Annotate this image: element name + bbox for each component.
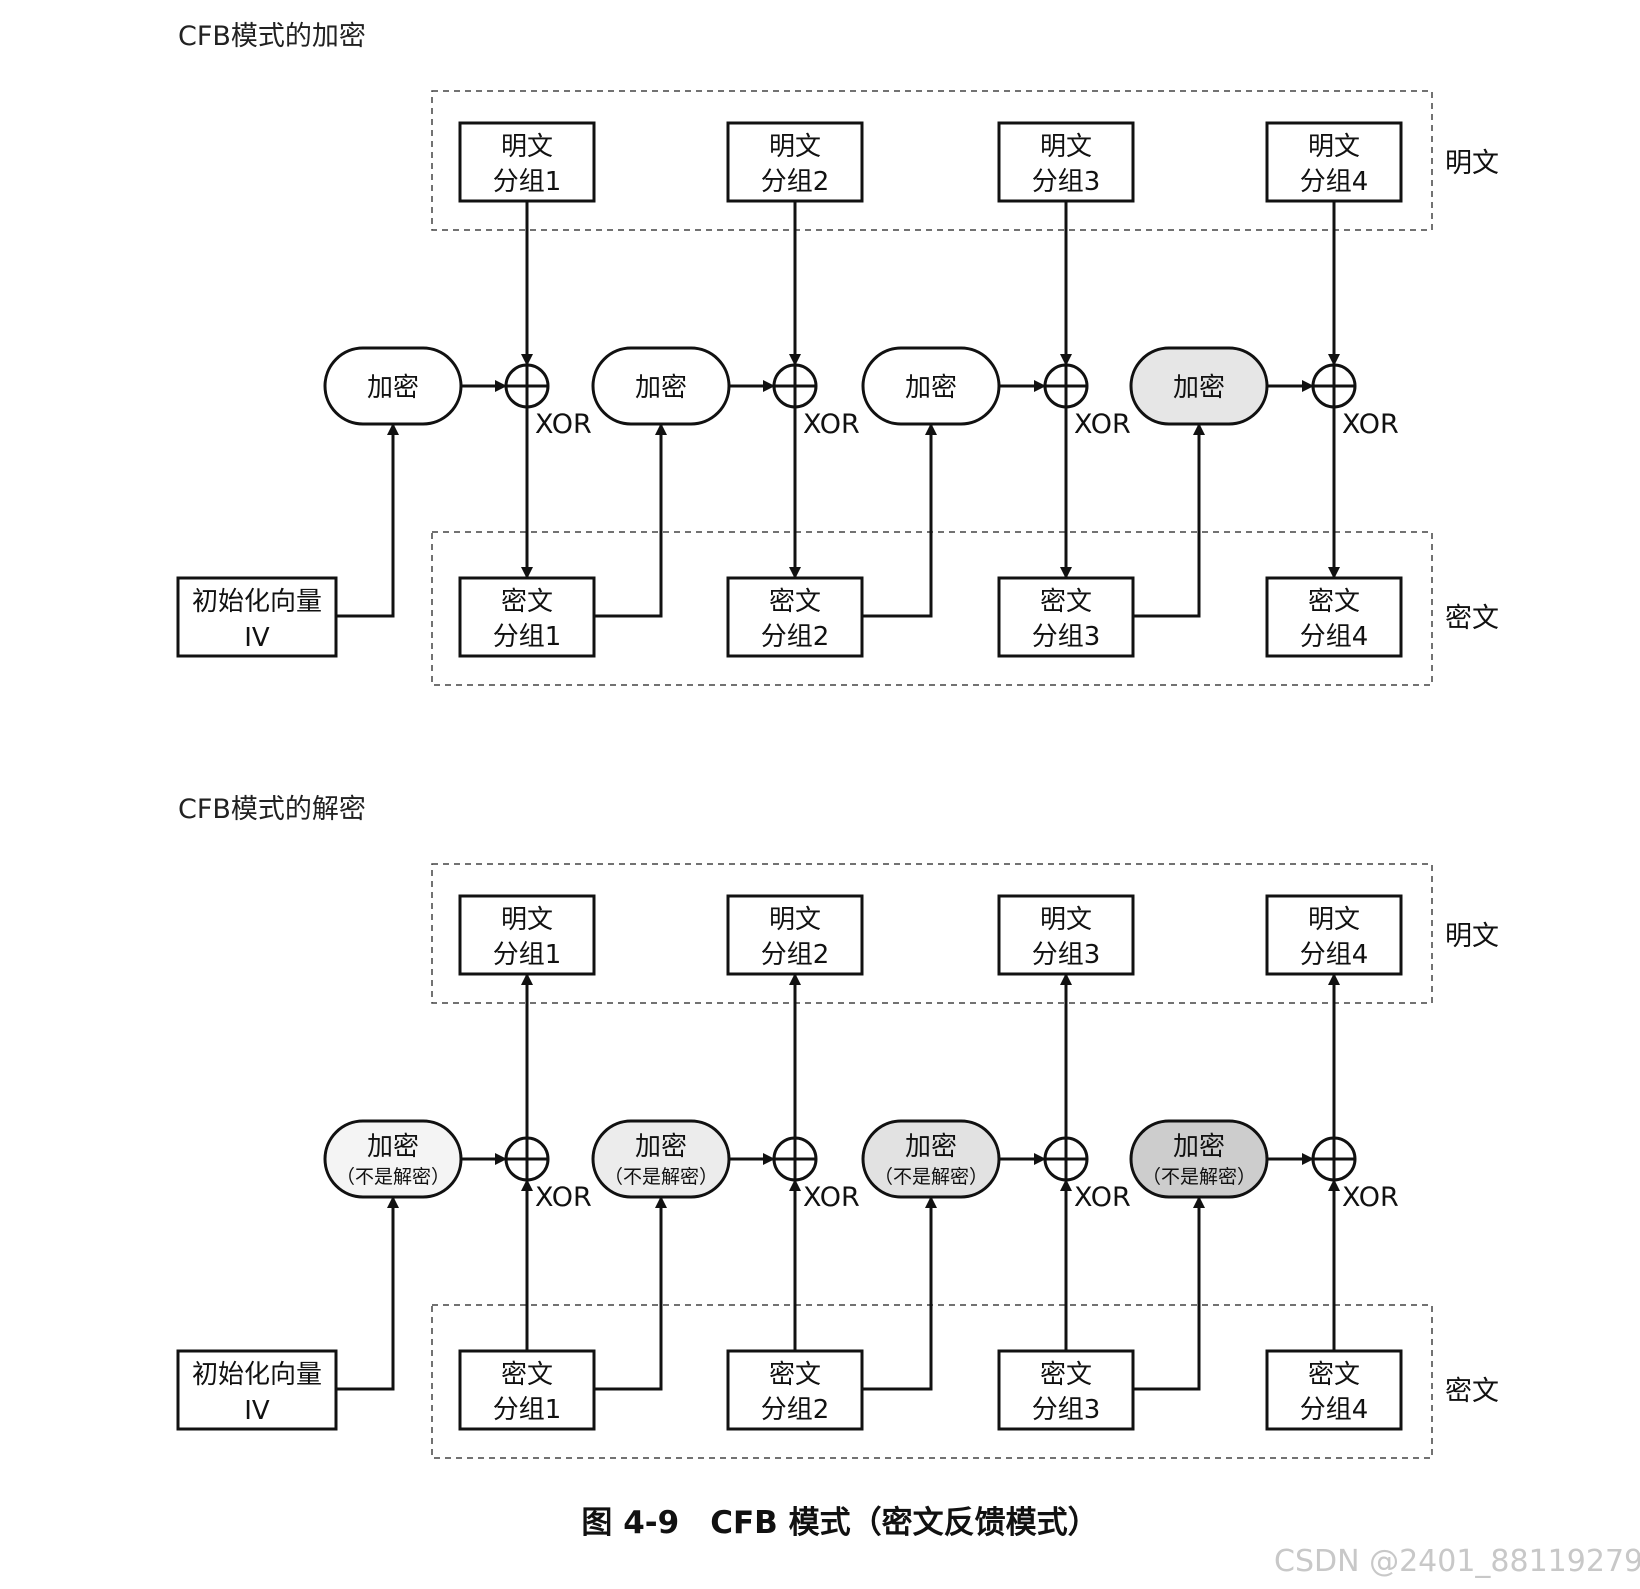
cipher-pill-2: [591, 346, 731, 426]
ciphertext-block-3-line1: 密文: [1040, 587, 1092, 617]
plaintext-block-2-line1: 明文: [769, 132, 821, 162]
encryption-title: CFB模式的加密: [178, 21, 366, 52]
plaintext-block-3-line2: 分组3: [1032, 167, 1101, 197]
cipher-pill-2-note: （不是解密）: [604, 1166, 718, 1188]
cipher-pill-2-label: 加密: [635, 1132, 687, 1162]
watermark: CSDN @2401_88119279: [1274, 1544, 1640, 1579]
cipher-pill-3: [861, 346, 1001, 426]
plaintext-block-3: [997, 894, 1135, 976]
cipher-pill-1: [323, 1119, 463, 1199]
xor-label-3: XOR: [1074, 409, 1131, 440]
ciphertext-block-2-line1: 密文: [769, 587, 821, 617]
plaintext-block-2-line1: 明文: [769, 905, 821, 935]
cipher-pill-4-label: 加密: [1173, 1132, 1225, 1162]
xor-label-4: XOR: [1342, 409, 1399, 440]
ciphertext-block-2-line2: 分组2: [761, 1395, 830, 1425]
arrow-iv-to-pill-1: [336, 1196, 399, 1391]
ciphertext-block-2-line1: 密文: [769, 1360, 821, 1390]
ciphertext-block-1-line2: 分组1: [493, 622, 562, 652]
ciphertext-block-4: [1265, 576, 1403, 658]
ciphertext-block-1-line2: 分组1: [493, 1395, 562, 1425]
plaintext-group-label: 明文: [1445, 921, 1499, 952]
arrow-iv-to-pill-1: [336, 423, 399, 618]
iv-label-line1: 初始化向量: [192, 1360, 322, 1390]
plaintext-block-1-line2: 分组1: [493, 167, 562, 197]
ciphertext-block-4-line1: 密文: [1308, 1360, 1360, 1390]
plaintext-group-label: 明文: [1445, 148, 1499, 179]
feedback-ciphertext-1-to-pill-2: [594, 423, 667, 618]
plaintext-block-4-line1: 明文: [1308, 905, 1360, 935]
cipher-pill-2-label: 加密: [635, 373, 687, 403]
iv-label-line1: 初始化向量: [192, 587, 322, 617]
ciphertext-group-label: 密文: [1445, 1376, 1499, 1407]
ciphertext-block-4-line1: 密文: [1308, 587, 1360, 617]
plaintext-block-4-line2: 分组4: [1300, 940, 1369, 970]
plaintext-block-3: [997, 121, 1135, 203]
ciphertext-block-3: [997, 576, 1135, 658]
xor-label-4: XOR: [1342, 1182, 1399, 1213]
plaintext-group-frame: [431, 90, 1433, 231]
cipher-pill-1-note: （不是解密）: [336, 1166, 450, 1188]
ciphertext-block-4-line2: 分组4: [1300, 1395, 1369, 1425]
ciphertext-block-1-line1: 密文: [501, 1360, 553, 1390]
ciphertext-block-4-line2: 分组4: [1300, 622, 1369, 652]
ciphertext-block-2: [726, 1349, 864, 1431]
cipher-pill-2: [591, 1119, 731, 1199]
cipher-pill-3-label: 加密: [905, 1132, 957, 1162]
cipher-pill-1: [323, 346, 463, 426]
plaintext-block-2-line2: 分组2: [761, 940, 830, 970]
encryption-section: 明文密文初始化向量IV明文分组1密文分组1加密XOR明文分组2密文分组2加密XO…: [176, 90, 1499, 686]
ciphertext-block-1: [458, 1349, 596, 1431]
xor-label-1: XOR: [535, 1182, 592, 1213]
plaintext-block-4-line1: 明文: [1308, 132, 1360, 162]
cipher-pill-3-label: 加密: [905, 373, 957, 403]
cipher-pill-3: [861, 1119, 1001, 1199]
cipher-pill-3-note: （不是解密）: [874, 1166, 988, 1188]
plaintext-block-2-line2: 分组2: [761, 167, 830, 197]
iv-label-line2: IV: [244, 1396, 270, 1426]
ciphertext-block-3-line2: 分组3: [1032, 622, 1101, 652]
feedback-ciphertext-2-to-pill-3: [862, 1196, 937, 1391]
figure-caption: 图 4-9 CFB 模式（密文反馈模式）: [581, 1505, 1098, 1541]
plaintext-block-3-line1: 明文: [1040, 132, 1092, 162]
ciphertext-block-4: [1265, 1349, 1403, 1431]
feedback-ciphertext-3-to-pill-4: [1133, 1196, 1205, 1391]
ciphertext-block-1-line1: 密文: [501, 587, 553, 617]
cipher-pill-4-label: 加密: [1173, 373, 1225, 403]
iv-box: [176, 1349, 338, 1431]
plaintext-block-1-line2: 分组1: [493, 940, 562, 970]
iv-label-line2: IV: [244, 623, 270, 653]
ciphertext-group-label: 密文: [1445, 603, 1499, 634]
plaintext-block-3-line1: 明文: [1040, 905, 1092, 935]
xor-label-2: XOR: [803, 409, 860, 440]
ciphertext-block-3: [997, 1349, 1135, 1431]
ciphertext-block-3-line2: 分组3: [1032, 1395, 1101, 1425]
plaintext-block-1-line1: 明文: [501, 905, 553, 935]
plaintext-block-2: [726, 894, 864, 976]
xor-label-1: XOR: [535, 409, 592, 440]
decryption-section: 明文密文初始化向量IV明文分组1密文分组1加密（不是解密）XOR明文分组2密文分…: [176, 863, 1499, 1459]
feedback-ciphertext-2-to-pill-3: [862, 423, 937, 618]
feedback-ciphertext-1-to-pill-2: [594, 1196, 667, 1391]
decryption-title: CFB模式的解密: [178, 794, 366, 825]
plaintext-group-frame: [431, 863, 1433, 1004]
cipher-pill-4: [1129, 1119, 1269, 1199]
xor-label-3: XOR: [1074, 1182, 1131, 1213]
feedback-ciphertext-3-to-pill-4: [1133, 423, 1205, 618]
cipher-pill-4: [1129, 346, 1269, 426]
plaintext-block-4-line2: 分组4: [1300, 167, 1369, 197]
plaintext-block-1-line1: 明文: [501, 132, 553, 162]
cipher-pill-4-note: （不是解密）: [1142, 1166, 1256, 1188]
cipher-pill-1-label: 加密: [367, 1132, 419, 1162]
cipher-pill-1-label: 加密: [367, 373, 419, 403]
ciphertext-block-3-line1: 密文: [1040, 1360, 1092, 1390]
xor-label-2: XOR: [803, 1182, 860, 1213]
ciphertext-block-2-line2: 分组2: [761, 622, 830, 652]
plaintext-block-3-line2: 分组3: [1032, 940, 1101, 970]
